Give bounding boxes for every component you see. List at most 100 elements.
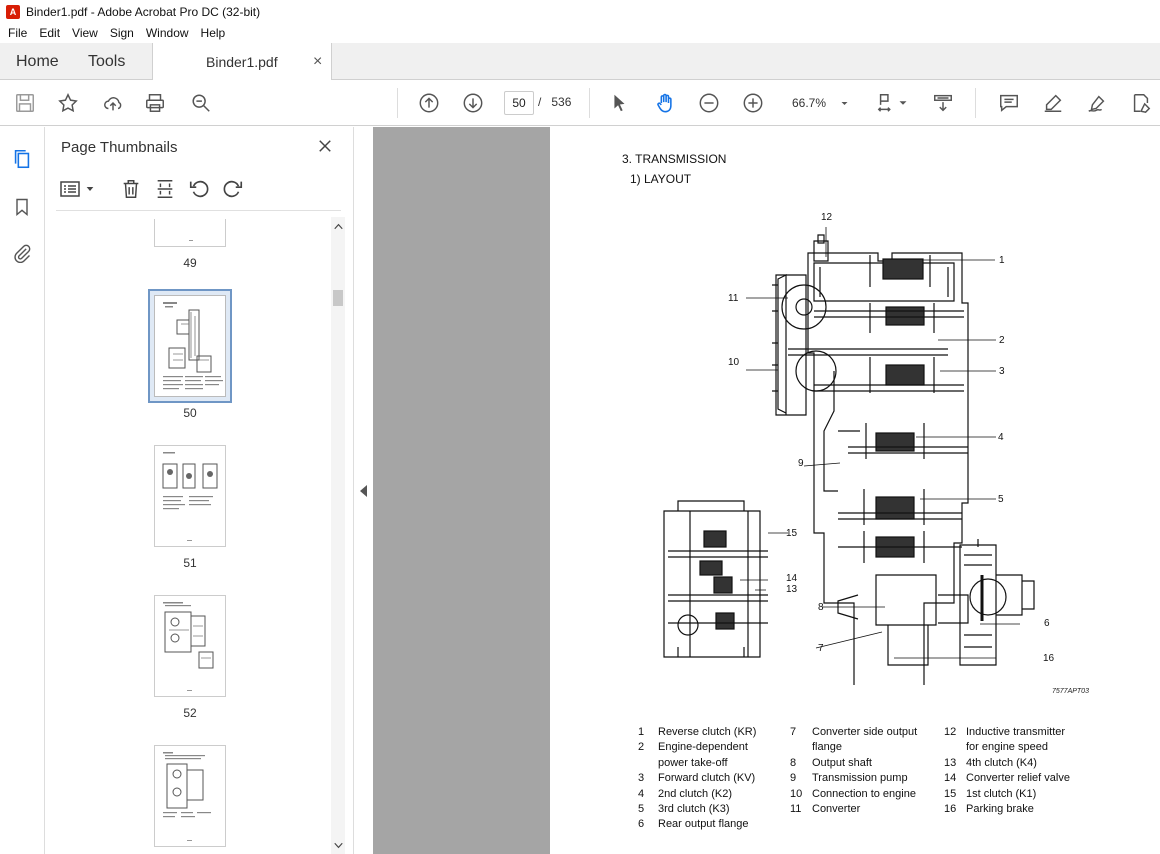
legend-number: 4 <box>638 787 645 800</box>
legend-number: 13 <box>944 756 957 769</box>
legend-text: 3rd clutch (K3) <box>658 803 730 816</box>
save-icon[interactable] <box>12 90 38 116</box>
legend-text: Transmission pump <box>812 772 908 785</box>
scroll-up-icon[interactable] <box>334 223 343 230</box>
comment-icon[interactable] <box>996 90 1022 116</box>
legend-row: power take-off <box>638 756 790 771</box>
legend-text: 2nd clutch (K2) <box>658 787 732 800</box>
callout-16: 16 <box>1043 653 1055 664</box>
menu-file[interactable]: File <box>8 26 28 40</box>
figure-code: 7577APT03 <box>1052 688 1089 695</box>
attachment-icon[interactable] <box>10 241 34 265</box>
menu-sign[interactable]: Sign <box>109 26 134 40</box>
legend-text: 4th clutch (K4) <box>966 756 1037 769</box>
legend-number: 15 <box>944 787 957 800</box>
thumbnail-toolbar <box>56 167 341 211</box>
legend-row: 13 4th clutch (K4) <box>944 756 1098 771</box>
page-thumbnails-icon[interactable] <box>10 147 34 171</box>
cloud-upload-icon[interactable] <box>100 90 126 116</box>
bookmark-icon[interactable] <box>10 195 34 219</box>
select-arrow-icon[interactable] <box>606 90 632 116</box>
tab-document[interactable]: Binder1.pdf × <box>152 43 332 81</box>
legend-number: 7 <box>790 726 797 738</box>
legend-text: Reverse clutch (KR) <box>658 726 757 738</box>
thumbnail-list: 49 50 <box>46 219 336 854</box>
legend-text: Converter <box>812 803 861 816</box>
menu-window[interactable]: Window <box>145 26 189 40</box>
zoom-chevron-icon <box>841 102 848 105</box>
zoom-out-icon[interactable] <box>696 90 722 116</box>
thumbnail-page-53[interactable] <box>154 745 226 847</box>
rotate-ccw-icon[interactable] <box>188 178 210 200</box>
edit-pdf-icon[interactable] <box>1128 90 1154 116</box>
scroll-down-icon[interactable] <box>334 842 343 849</box>
legend-text: flange <box>812 741 842 754</box>
options-chevron-icon[interactable] <box>86 186 94 192</box>
callout-7: 7 <box>818 643 824 654</box>
callout-4: 4 <box>998 432 1004 443</box>
legend-number: 16 <box>944 803 957 816</box>
tab-document-label: Binder1.pdf <box>206 54 278 70</box>
menu-view[interactable]: View <box>72 26 98 40</box>
delete-page-icon[interactable] <box>120 178 142 200</box>
callout-9: 9 <box>798 458 804 469</box>
zoom-level-select[interactable]: 66.7% <box>784 91 856 115</box>
menu-help[interactable]: Help <box>200 26 226 40</box>
thumbnail-page-51[interactable] <box>154 445 226 547</box>
acrobat-app-icon: A <box>6 4 20 19</box>
thumbnail-scrollbar[interactable] <box>331 217 345 854</box>
legend-text: 1st clutch (K1) <box>966 787 1037 800</box>
rotate-cw-icon[interactable] <box>222 178 244 200</box>
callout-5: 5 <box>998 494 1004 505</box>
panel-collapse-handle[interactable] <box>354 127 373 854</box>
star-icon[interactable] <box>55 90 81 116</box>
menu-edit[interactable]: Edit <box>39 26 61 40</box>
legend-number <box>944 740 966 755</box>
print-icon[interactable] <box>142 90 168 116</box>
menu-bar: File Edit View Sign Window Help <box>0 23 1160 43</box>
callout-leader-lines <box>740 227 1020 659</box>
tab-home[interactable]: Home <box>16 52 59 70</box>
callout-1: 1 <box>999 255 1005 266</box>
thumbnail-options-icon[interactable] <box>60 179 84 199</box>
page-separator: / <box>538 95 542 109</box>
fill-sign-icon[interactable] <box>1084 90 1110 116</box>
title-bar: A Binder1.pdf - Adobe Acrobat Pro DC (32… <box>0 0 1160 23</box>
left-navigation-rail <box>0 127 45 854</box>
thumbnail-page-49[interactable] <box>154 219 226 247</box>
collapse-left-icon <box>359 484 367 497</box>
thumbnail-drawing <box>162 452 218 541</box>
highlight-pen-icon[interactable] <box>1040 90 1066 116</box>
next-page-icon[interactable] <box>460 90 486 116</box>
thumbnail-page-50[interactable] <box>148 289 232 403</box>
legend-row: 4 2nd clutch (K2) <box>638 787 790 802</box>
hand-tool-icon[interactable] <box>652 90 678 116</box>
previous-page-icon[interactable] <box>416 90 442 116</box>
thumbnail-label: 51 <box>183 556 197 570</box>
page-number-input[interactable]: 50 <box>504 91 534 115</box>
legend-number: 1 <box>638 726 645 738</box>
tab-close-icon[interactable]: × <box>313 53 323 70</box>
page-fit-chevron-icon[interactable] <box>896 90 910 116</box>
thumbnail-drawing <box>163 302 223 390</box>
close-icon[interactable] <box>316 137 334 155</box>
scroll-mode-icon[interactable] <box>930 90 956 116</box>
toolbar-separator <box>397 88 398 118</box>
tab-tools[interactable]: Tools <box>88 52 126 70</box>
extract-page-icon[interactable] <box>154 178 176 200</box>
search-zoom-icon[interactable] <box>188 90 214 116</box>
callout-12: 12 <box>821 212 833 223</box>
thumbnail-page-52[interactable] <box>154 595 226 697</box>
legend-number: 6 <box>638 818 645 831</box>
callout-13: 13 <box>786 584 798 595</box>
page-fit-icon[interactable] <box>874 90 900 116</box>
zoom-in-icon[interactable] <box>740 90 766 116</box>
scrollbar-thumb[interactable] <box>333 290 343 306</box>
